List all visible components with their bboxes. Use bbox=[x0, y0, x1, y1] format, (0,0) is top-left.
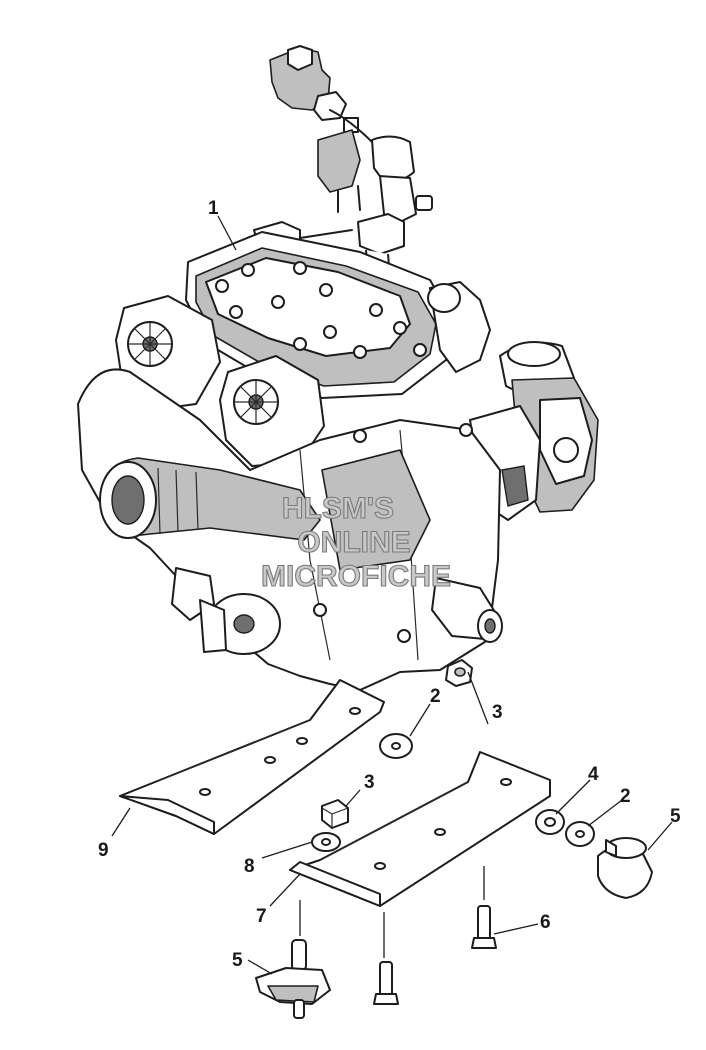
engine-mount-bracket-left bbox=[119, 679, 385, 835]
rubber-mount-right bbox=[597, 837, 653, 899]
callout-8: 8 bbox=[244, 856, 255, 877]
rubber-mount-lower bbox=[255, 939, 331, 1019]
engine-assembly bbox=[77, 45, 599, 691]
watermark-line-2: ONLINE bbox=[297, 526, 410, 559]
assembly-guide-lines bbox=[299, 866, 485, 958]
callout-2-upper: 2 bbox=[430, 686, 441, 707]
callout-3-upper: 3 bbox=[492, 702, 503, 723]
callout-5-right: 5 bbox=[670, 806, 681, 827]
nut-lower bbox=[321, 799, 349, 829]
intake-hose bbox=[99, 457, 321, 541]
engine-mount-bracket-right bbox=[289, 751, 551, 907]
callout-3-lower: 3 bbox=[364, 772, 375, 793]
callout-1: 1 bbox=[208, 198, 219, 219]
watermark-line-3: MICROFICHE bbox=[261, 560, 451, 593]
spacer bbox=[535, 809, 565, 835]
callout-7: 7 bbox=[256, 906, 267, 927]
callout-9: 9 bbox=[98, 840, 109, 861]
bolt-center bbox=[373, 961, 399, 1005]
watermark: HLSM'S ONLINE MICROFICHE bbox=[260, 491, 451, 593]
cylinder-heads bbox=[185, 231, 453, 399]
washer-flat bbox=[311, 832, 341, 852]
watermark-line-1: HLSM'S bbox=[282, 492, 394, 525]
callout-6: 6 bbox=[540, 912, 551, 933]
washer-lower bbox=[565, 821, 595, 847]
ignition-coil bbox=[269, 45, 433, 223]
reed-valve-covers bbox=[115, 295, 325, 467]
nut-upper bbox=[445, 659, 473, 687]
callout-2-lower: 2 bbox=[620, 786, 631, 807]
water-pump bbox=[171, 567, 281, 655]
callout-4: 4 bbox=[588, 764, 599, 785]
output-shaft bbox=[431, 577, 503, 643]
washer-upper bbox=[379, 733, 413, 759]
bolt-right bbox=[471, 905, 497, 949]
callout-5-lower: 5 bbox=[232, 950, 243, 971]
callouts: 1 2 3 3 4 2 5 9 8 7 6 5 bbox=[98, 198, 681, 975]
